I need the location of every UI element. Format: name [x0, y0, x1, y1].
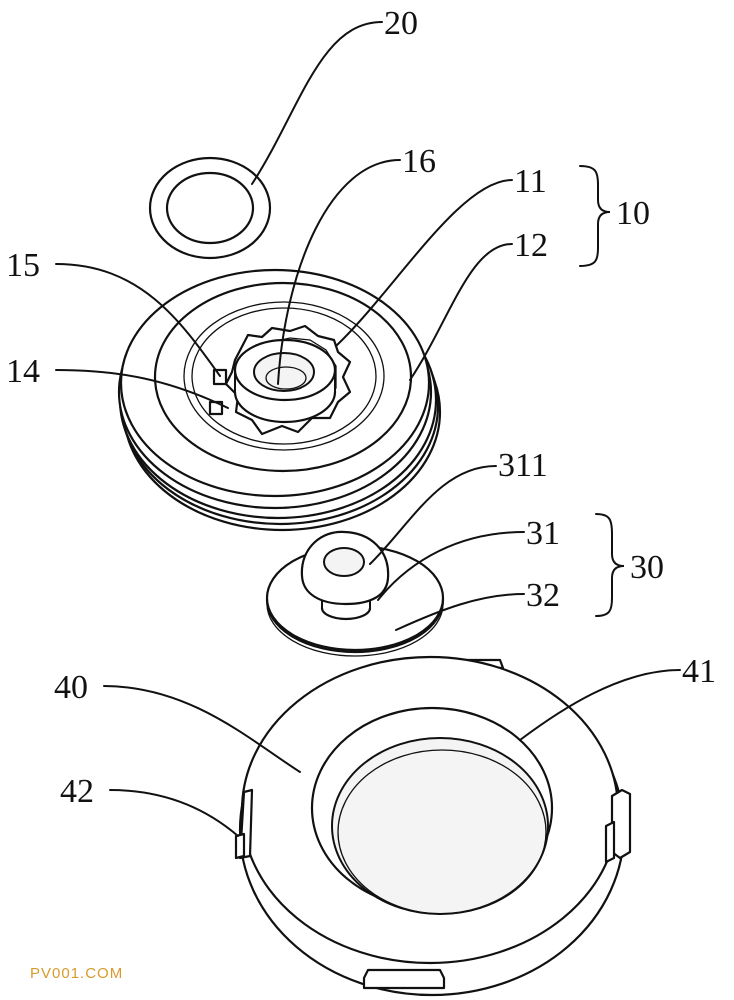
label-311: 311	[498, 447, 548, 484]
label-31: 31	[526, 515, 560, 552]
label-41: 41	[682, 653, 716, 690]
leader-32	[395, 593, 525, 631]
label-15: 15	[6, 247, 40, 284]
label-40: 40	[54, 669, 88, 706]
leader-12	[409, 243, 513, 381]
leader-311	[369, 465, 497, 565]
brace-10	[579, 165, 611, 267]
leader-20	[251, 21, 383, 185]
label-20: 20	[384, 5, 418, 42]
part-30-valve	[265, 530, 445, 657]
leader-41	[519, 669, 681, 741]
leader-lines	[55, 21, 681, 837]
leader-15	[55, 263, 221, 377]
leader-11	[335, 179, 513, 347]
leader-42	[109, 789, 239, 837]
label-32: 32	[526, 577, 560, 614]
part-20-o-ring	[148, 156, 272, 260]
leader-40	[103, 685, 301, 773]
watermark-text: PV001.COM	[30, 965, 123, 982]
label-16: 16	[402, 143, 436, 180]
part-10-disc-body	[117, 268, 442, 532]
label-12: 12	[514, 227, 548, 264]
label-30: 30	[630, 549, 664, 586]
label-10: 10	[616, 195, 650, 232]
label-14: 14	[6, 353, 40, 390]
label-42: 42	[60, 773, 94, 810]
label-11: 11	[514, 163, 547, 200]
leader-16	[277, 159, 401, 385]
part-40-outer-ring	[234, 655, 632, 997]
leader-31	[377, 531, 525, 601]
brace-30	[595, 513, 625, 617]
leader-14	[55, 369, 229, 409]
